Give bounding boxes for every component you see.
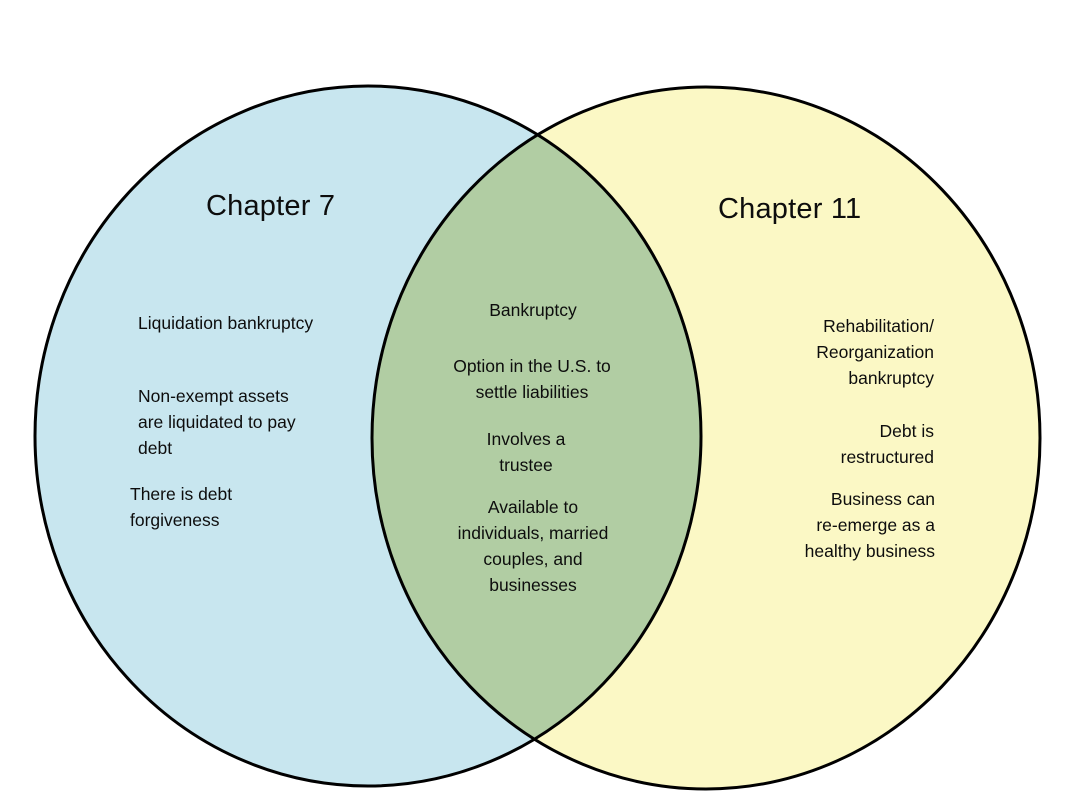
chapter11-title: Chapter 11 [718, 193, 862, 225]
overlap-region-fill [372, 87, 701, 786]
chapter11-circle-outline [370, 85, 1042, 791]
overlap-item-settle-liabilities: Option in the U.S. to settle liabilities [453, 356, 611, 402]
chapter7-circle-outline [33, 84, 703, 788]
chapter7-item-debt-forgiveness: There is debt forgiveness [130, 484, 233, 530]
overlap-item-bankruptcy: Bankruptcy [489, 300, 577, 320]
chapter7-title: Chapter 7 [206, 190, 336, 222]
chapter11-item-debt-restructured: Debt is restructured [840, 421, 934, 467]
chapter11-item-reemerge: Business can re-emerge as a healthy busi… [804, 489, 935, 561]
chapter7-item-nonexempt-assets: Non-exempt assets are liquidated to pay … [138, 386, 296, 458]
overlap-item-trustee: Involves a trustee [486, 429, 566, 475]
overlap-item-available-to: Available to individuals, married couple… [457, 497, 609, 595]
chapter7-item-liquidation: Liquidation bankruptcy [138, 313, 314, 333]
chapter11-item-reorganization: Rehabilitation/ Reorganization bankruptc… [816, 316, 934, 388]
